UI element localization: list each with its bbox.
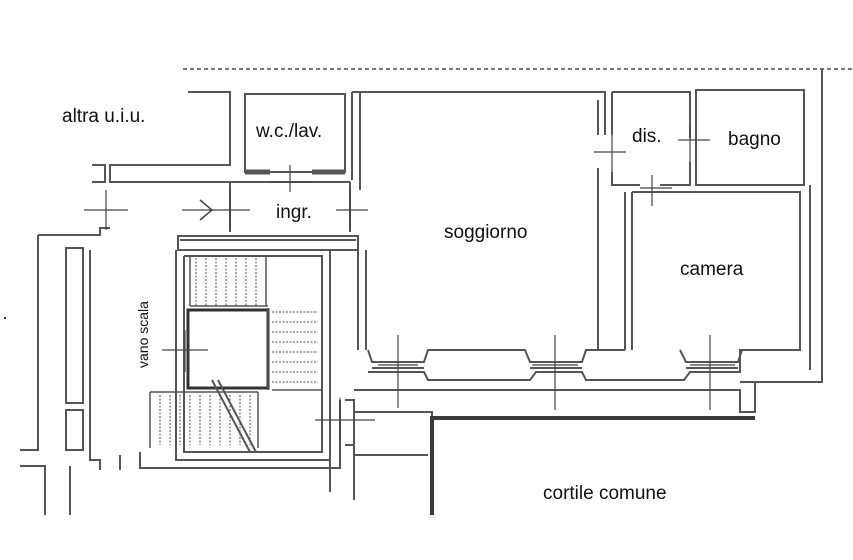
wall-door-frame xyxy=(345,399,355,446)
wall-small-jog xyxy=(92,164,106,183)
stair-top-frame xyxy=(177,235,359,251)
label-dis: dis. xyxy=(632,126,662,147)
wall-bagno xyxy=(695,89,805,186)
wall-dis-bottom-right xyxy=(660,162,691,186)
pillar-left-b xyxy=(65,409,84,451)
label-wc-lav: w.c./lav. xyxy=(255,121,322,142)
wall-left-a xyxy=(20,235,39,451)
wall-soggiorno-bottom xyxy=(367,349,625,363)
wall-wc-lav xyxy=(244,93,346,173)
wall-soggiorno-bottom-outer xyxy=(368,349,745,381)
stair-treads xyxy=(159,258,318,445)
label-camera: camera xyxy=(680,259,744,280)
wall-soggiorno-top xyxy=(352,91,606,135)
wall-cortile xyxy=(430,416,755,515)
stair-frame xyxy=(175,250,331,461)
wall-dis-bottom xyxy=(611,172,640,186)
label-soggiorno: soggiorno xyxy=(444,222,527,243)
label-bagno: bagno xyxy=(728,129,781,150)
label-vano-scala: vano scala xyxy=(135,301,151,368)
wall-left-bottom xyxy=(20,465,46,515)
pillar-left xyxy=(65,247,84,404)
label-ingr: ingr. xyxy=(276,202,312,223)
walls xyxy=(20,68,853,515)
wall-left-top xyxy=(38,227,110,236)
wall-camera xyxy=(632,191,801,351)
stair-railings xyxy=(149,256,322,453)
door-marks xyxy=(84,125,735,440)
stair-landing xyxy=(186,308,270,390)
wall-dis xyxy=(612,91,691,138)
wall-corridor-bottom xyxy=(354,382,756,413)
wall-camera-niche xyxy=(679,349,743,363)
stair-inner-frame xyxy=(183,255,323,453)
label-cortile-comune: cortile comune xyxy=(543,483,667,504)
wall-right-outer xyxy=(740,69,823,383)
label-altra-uiu: altra u.i.u. xyxy=(62,106,145,127)
wall-left-b xyxy=(89,250,101,470)
entry-arrow-icon xyxy=(199,199,214,221)
